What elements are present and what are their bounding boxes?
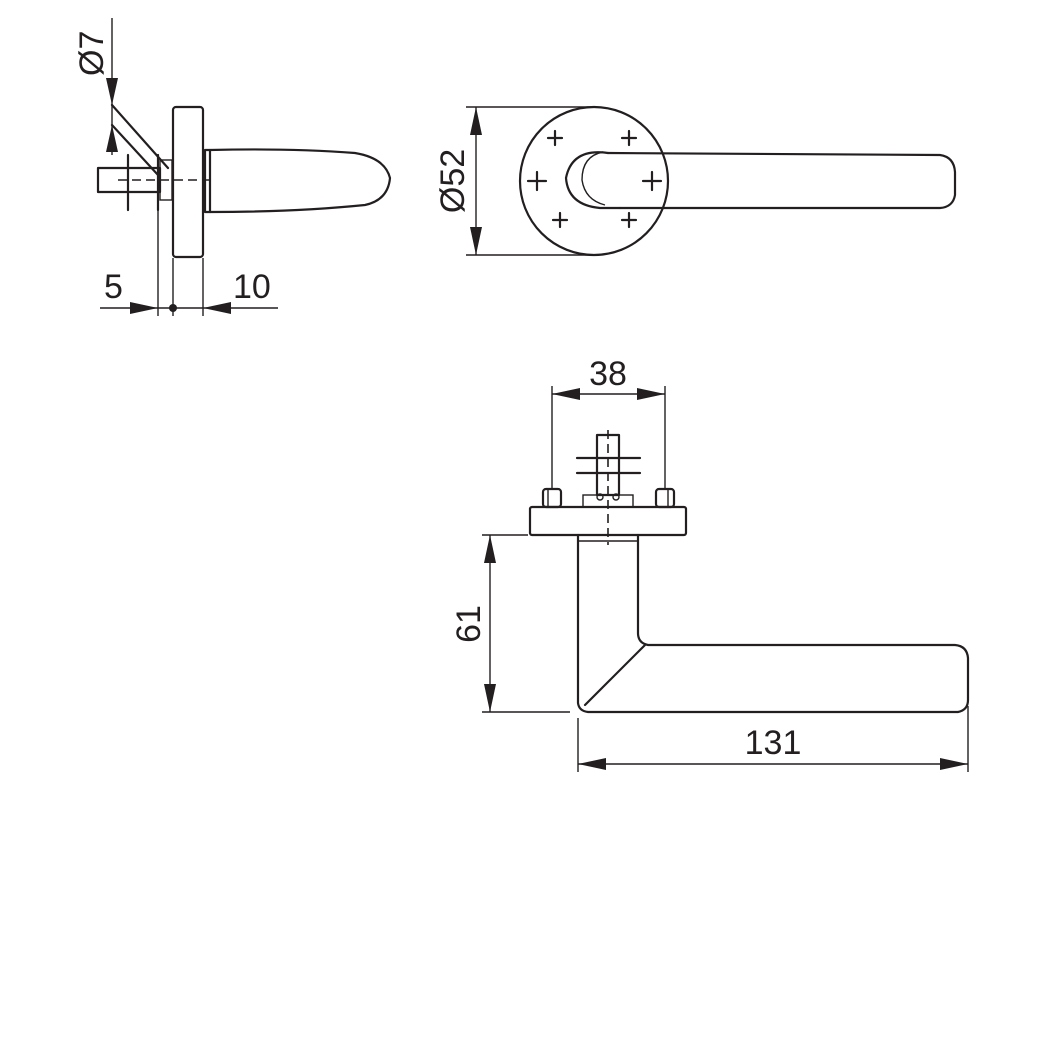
dim-5-label: 5	[104, 268, 123, 306]
side-view: Ø7 5 10	[73, 18, 392, 316]
front-lever-body	[606, 151, 957, 210]
side-screw-leader-1	[110, 103, 170, 170]
front-lever-root-inner	[581, 151, 606, 206]
elevation-view: 38 61 131	[450, 355, 970, 772]
elev-screw-left	[541, 487, 563, 509]
elev-lever-body	[576, 533, 970, 714]
elev-spindle-base	[582, 494, 634, 508]
elev-screw-right	[654, 487, 676, 509]
dim-o52-label: Ø52	[434, 149, 472, 213]
dim-61-arrow-bottom	[484, 684, 496, 712]
dim-o52-arrow-bottom	[470, 227, 482, 255]
dim-38-label: 38	[589, 355, 627, 393]
front-screw-marks	[526, 129, 663, 229]
dim-61-arrow-top	[484, 535, 496, 563]
dim-o7-arrow-top	[106, 78, 118, 105]
side-screw-leader-2	[110, 123, 160, 177]
dim-center-dot	[169, 304, 177, 312]
dim-5-arrow	[130, 302, 158, 314]
dim-61-label: 61	[450, 605, 488, 643]
front-lever-root	[564, 151, 622, 210]
elev-lever-bevel	[583, 643, 647, 707]
dim-38-arrow-right	[637, 388, 665, 400]
dim-o7-arrow-bottom	[106, 125, 118, 152]
side-rose-plate	[171, 105, 205, 259]
dim-131-label: 131	[745, 724, 802, 762]
dim-10-label: 10	[233, 268, 271, 306]
dim-o7-label: Ø7	[73, 31, 111, 76]
dim-38-arrow-left	[552, 388, 580, 400]
dim-131-arrow-right	[940, 758, 968, 770]
side-lever-body	[203, 148, 392, 214]
dim-10-arrow	[203, 302, 231, 314]
dim-o52-arrow-top	[470, 107, 482, 135]
dim-131-arrow-left	[578, 758, 606, 770]
front-view: Ø52	[434, 105, 957, 257]
